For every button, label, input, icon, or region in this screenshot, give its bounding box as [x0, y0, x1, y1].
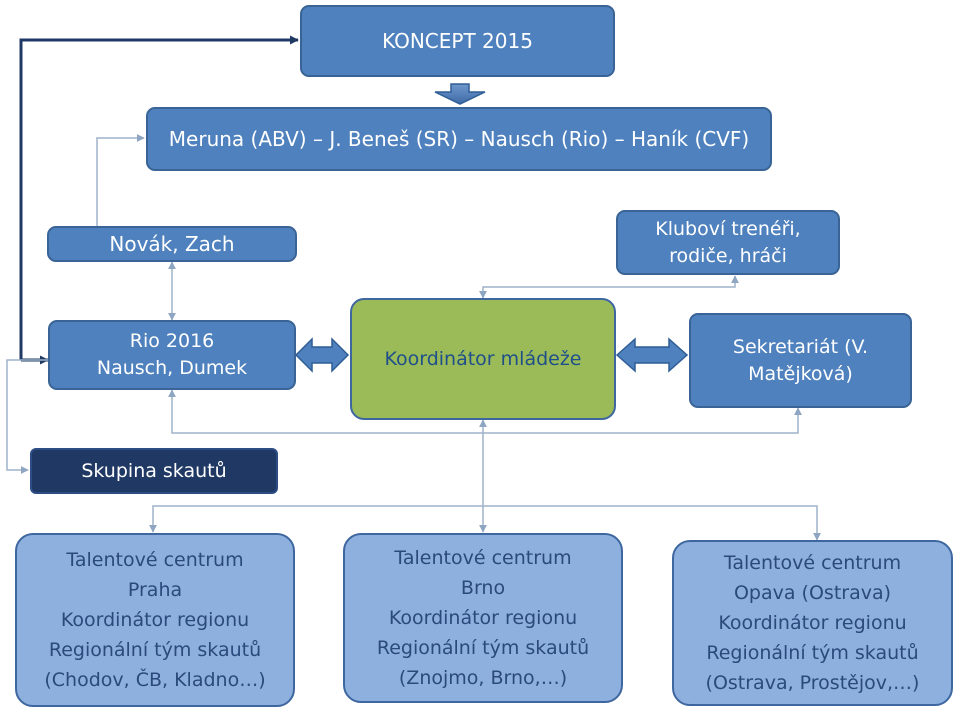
- tc-praha-line2: Praha: [127, 579, 183, 601]
- tc-praha-line3: Koordinátor regionu: [60, 609, 250, 631]
- koncept-title-box: KONCEPT 2015: [300, 5, 615, 77]
- tc-praha-line4: Regionální tým skautů: [48, 639, 262, 661]
- klubovi-treneri-box: Kluboví trenéři, rodiče, hráči: [616, 210, 840, 275]
- tc-opava-line5: (Ostrava, Prostějov,…): [705, 672, 920, 694]
- rio-2016-line1: Rio 2016: [129, 330, 215, 352]
- koordinator-mladeze-box: Koordinátor mládeže: [350, 298, 616, 420]
- tc-brno-line2: Brno: [460, 577, 506, 599]
- tc-opava-line4: Regionální tým skautů: [706, 642, 919, 664]
- tc-brno-line5: (Znojmo, Brno,…): [398, 667, 568, 689]
- tc-opava-line1: Talentové centrum: [723, 552, 902, 574]
- tc-brno-box: Talentové centrum Brno Koordinátor regio…: [343, 533, 623, 703]
- klubovi-treneri-line1: Kluboví trenéři,: [655, 217, 801, 240]
- rio-2016-box: Rio 2016 Nausch, Dumek: [48, 320, 296, 390]
- tc-opava-box: Talentové centrum Opava (Ostrava) Koordi…: [672, 540, 953, 706]
- novak-council-connector: [96, 134, 145, 226]
- tc-opava-line2: Opava (Ostrava): [733, 582, 892, 604]
- centers-connector: [149, 505, 821, 541]
- skupina-skautu-label: Skupina skautů: [81, 460, 227, 482]
- skupina-skautu-box: Skupina skautů: [30, 448, 278, 494]
- tc-brno-line4: Regionální tým skautů: [376, 637, 590, 659]
- tc-brno-line3: Koordinátor regionu: [388, 607, 578, 629]
- tc-praha-line5: (Chodov, ČB, Kladno…): [44, 669, 266, 691]
- council-box: Meruna (ABV) – J. Beneš (SR) – Nausch (R…: [146, 107, 772, 171]
- tc-brno-line1: Talentové centrum: [394, 547, 572, 569]
- rio-2016-line2: Nausch, Dumek: [96, 357, 248, 379]
- council-label: Meruna (ABV) – J. Beneš (SR) – Nausch (R…: [168, 127, 750, 151]
- rio-koordinator-double-arrow: [294, 337, 350, 373]
- klubovi-treneri-line2: rodiče, hráči: [669, 244, 787, 267]
- tc-praha-box: Talentové centrum Praha Koordinátor regi…: [15, 533, 295, 707]
- novak-zach-box: Novák, Zach: [47, 226, 297, 262]
- skupina-loop-connector: [6, 359, 48, 474]
- sekretariat-line1: Sekretariát (V.: [732, 335, 869, 358]
- koordinator-mladeze-label: Koordinátor mládeže: [384, 348, 582, 370]
- main-loop-connector: [19, 35, 299, 360]
- tc-praha-line1: Talentové centrum: [66, 549, 244, 571]
- kluby-koordinator-connector: [479, 275, 739, 299]
- tc-opava-line3: Koordinátor regionu: [718, 612, 907, 634]
- koncept-title: KONCEPT 2015: [382, 29, 533, 53]
- down-block-arrow: [434, 83, 486, 105]
- novak-zach-label: Novák, Zach: [109, 232, 235, 256]
- sekretariat-line2: Matějková): [748, 362, 853, 385]
- sekretariat-box: Sekretariát (V. Matějková): [689, 313, 912, 408]
- koordinator-sekretariat-double-arrow: [615, 337, 689, 373]
